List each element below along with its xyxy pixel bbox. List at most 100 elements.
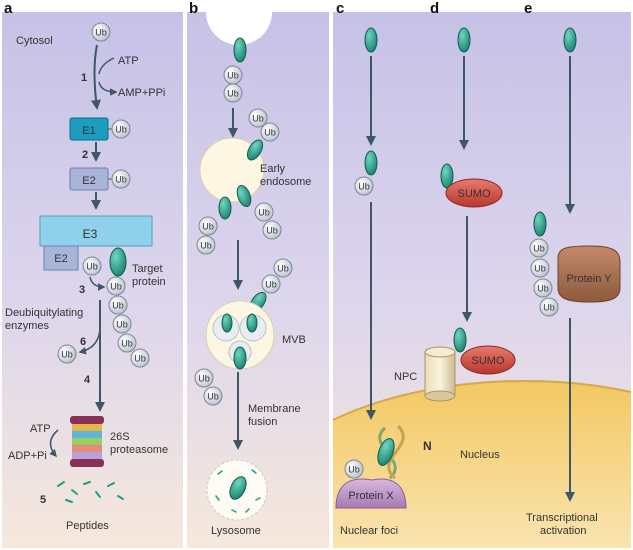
sumo-tag-2 bbox=[460, 345, 516, 375]
transcriptional-line1: Transcriptional bbox=[526, 512, 598, 524]
adp-pi-label: ADP+Pi bbox=[8, 450, 47, 462]
ub-e-3: Ub bbox=[533, 278, 553, 298]
proteasome-line1: 26S bbox=[110, 431, 130, 443]
cytosol-label: Cytosol bbox=[16, 35, 53, 47]
membrane-protein-b bbox=[233, 37, 247, 63]
step-2-label: 2 bbox=[82, 149, 88, 161]
peptide bbox=[71, 489, 78, 495]
ub-circle bbox=[248, 108, 268, 128]
ub-b-6: Ub bbox=[262, 220, 282, 240]
ub-e-2: Ub bbox=[530, 258, 550, 278]
nuclear-envelope bbox=[332, 380, 632, 421]
vesicle-protein-2 bbox=[246, 313, 258, 333]
e3-enzyme bbox=[39, 215, 153, 247]
ub-b-8: Ub bbox=[196, 235, 216, 255]
atp-label-2: ATP bbox=[30, 423, 51, 435]
ub-released: Ub bbox=[57, 344, 77, 364]
e1-label: E1 bbox=[82, 125, 95, 137]
fragment bbox=[255, 497, 261, 501]
ub-label: Ub bbox=[61, 350, 73, 360]
protein-x bbox=[335, 478, 407, 509]
ub-circle bbox=[198, 216, 218, 236]
ub-b-12: Ub bbox=[203, 386, 223, 406]
ub-label: Ub bbox=[112, 301, 124, 311]
proteasome-ring-3 bbox=[72, 438, 102, 445]
ub-label: Ub bbox=[200, 241, 212, 251]
ub-label: Ub bbox=[86, 262, 98, 272]
ub-circle bbox=[354, 176, 374, 196]
ub-circle bbox=[196, 235, 216, 255]
nucleus-label: Nucleus bbox=[460, 449, 500, 461]
ub-label: Ub bbox=[534, 264, 546, 274]
peptide bbox=[83, 481, 91, 485]
ub-label: Ub bbox=[348, 465, 360, 475]
arrow-step-3 bbox=[89, 276, 106, 291]
ub-label: Ub bbox=[266, 226, 278, 236]
protein-c-top bbox=[364, 27, 378, 53]
peptide bbox=[117, 495, 124, 500]
membrane-fusion-line2: fusion bbox=[248, 416, 277, 428]
npc-bottom bbox=[424, 390, 456, 402]
fragment bbox=[215, 495, 220, 501]
amp-ppi-label: AMP+PPi bbox=[118, 87, 165, 99]
ub-circle bbox=[82, 256, 102, 276]
ub-label: Ub bbox=[198, 374, 210, 384]
ub-label: Ub bbox=[358, 182, 370, 192]
ub-label: Ub bbox=[537, 284, 549, 294]
proteasome-line2: proteasome bbox=[110, 444, 168, 456]
ub-label: Ub bbox=[252, 114, 264, 124]
transcriptional-line2: activation bbox=[540, 525, 586, 537]
peptide bbox=[57, 481, 65, 487]
sumo-label-2: SUMO bbox=[472, 355, 505, 367]
panel-label-c: c bbox=[336, 0, 344, 17]
proteasome-26s bbox=[70, 416, 104, 467]
step-1-label: 1 bbox=[81, 72, 87, 84]
lysosome-fragments bbox=[215, 469, 261, 513]
protein-d-sumoylated bbox=[440, 163, 454, 189]
ub-circle bbox=[194, 368, 214, 388]
proteasome-ring-2 bbox=[72, 431, 102, 438]
deubiquitylating-line1: Deubiquitylating bbox=[5, 307, 83, 319]
proteasome-ring-5 bbox=[72, 452, 102, 459]
fragment bbox=[217, 470, 223, 475]
ub-b-1: Ub bbox=[223, 65, 243, 85]
ub-chain-2: Ub bbox=[108, 295, 128, 315]
ub-on-e2-bound: Ub bbox=[82, 256, 102, 276]
ub-label: Ub bbox=[134, 354, 146, 364]
proteasome-cap-bottom bbox=[70, 459, 104, 467]
ub-circle bbox=[262, 220, 282, 240]
ub-circle bbox=[529, 238, 549, 258]
ub-label: Ub bbox=[264, 128, 276, 138]
ub-b-5: Ub bbox=[254, 202, 274, 222]
ub-circle bbox=[91, 22, 111, 42]
ub-circle bbox=[261, 274, 281, 294]
ub-circle bbox=[344, 459, 364, 479]
ub-label: Ub bbox=[121, 339, 133, 349]
deubiquitylating-line2: enzymes bbox=[5, 320, 50, 332]
ub-b-7: Ub bbox=[198, 216, 218, 236]
ub-c-2: Ub bbox=[344, 459, 364, 479]
ub-b-11: Ub bbox=[194, 368, 214, 388]
membrane-fusion-line1: Membrane bbox=[248, 403, 301, 415]
npc-body bbox=[424, 351, 456, 397]
protein-e-top bbox=[563, 27, 577, 53]
ub-circle bbox=[117, 333, 137, 353]
panel-label-b: b bbox=[189, 0, 198, 17]
ub-circle bbox=[530, 258, 550, 278]
endosome-protein-2 bbox=[236, 184, 252, 208]
ub-label: Ub bbox=[110, 282, 122, 292]
protein-c-mono-ub bbox=[364, 150, 378, 176]
arrow-step-6 bbox=[78, 329, 101, 355]
step-4-label: 4 bbox=[84, 374, 91, 386]
early-endosome-line2: endosome bbox=[260, 176, 311, 188]
peptides-label: Peptides bbox=[66, 520, 109, 532]
panel-label-d: d bbox=[430, 0, 439, 17]
ub-label: Ub bbox=[227, 71, 239, 81]
sumo-tag-1 bbox=[445, 178, 503, 208]
arrow-step-1 bbox=[90, 44, 101, 110]
ub-circle bbox=[108, 295, 128, 315]
protein-d-top bbox=[457, 27, 471, 53]
vesicle-protein-1 bbox=[221, 313, 233, 333]
ub-b-4: Ub bbox=[260, 122, 280, 142]
